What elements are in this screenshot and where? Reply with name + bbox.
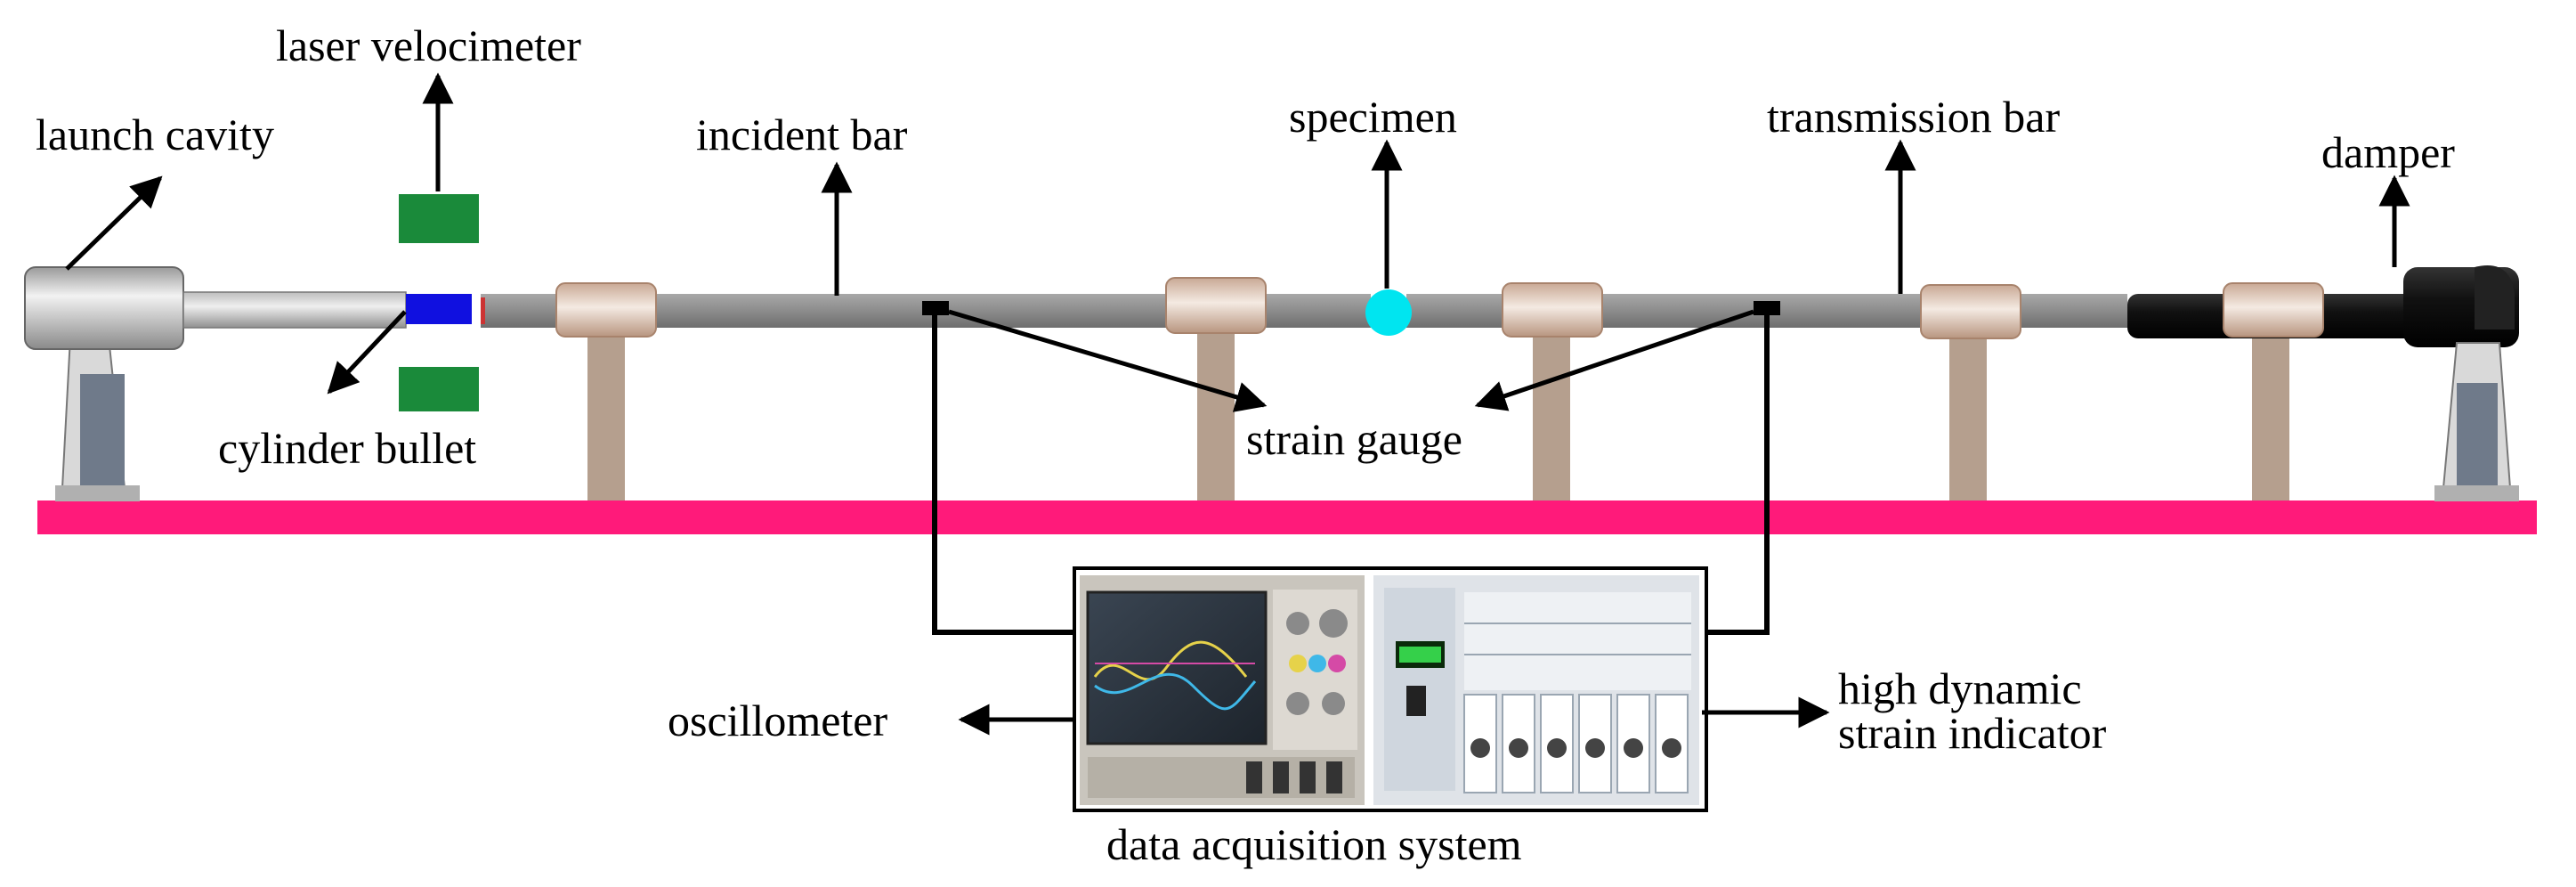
label-launch-cavity: launch cavity — [36, 110, 274, 159]
laser-sensor-top — [399, 194, 479, 243]
damper-body — [2127, 265, 2519, 501]
label-strain-indicator: strain indicator — [1838, 708, 2107, 758]
strain-gauge-incident — [922, 301, 949, 315]
strain-indicator-photo — [1373, 575, 1699, 805]
label-incident-bar: incident bar — [696, 110, 908, 159]
arrow-strain-gauge-left — [948, 309, 1268, 412]
wire-incident — [932, 315, 1077, 635]
wire-transmission — [1691, 315, 1770, 635]
label-cylinder-bullet: cylinder bullet — [218, 423, 476, 473]
arrow-strain-gauge-right — [1474, 309, 1754, 411]
cylinder-bullet — [406, 294, 472, 324]
label-data-acquisition-system: data acquisition system — [1106, 819, 1522, 869]
label-high-dynamic: high dynamic — [1838, 663, 2082, 713]
support-posts — [587, 330, 2289, 500]
specimen — [1365, 289, 1412, 336]
annotation-arrows — [65, 72, 2410, 736]
arrow-cylinder-bullet — [327, 310, 407, 395]
laser-sensor-bottom — [399, 367, 479, 411]
strain-gauge-transmission — [1754, 301, 1780, 315]
label-oscillometer: oscillometer — [668, 696, 887, 745]
label-transmission-bar: transmission bar — [1767, 92, 2060, 142]
label-laser-velocimeter: laser velocimeter — [276, 20, 581, 70]
arrow-launch-cavity — [65, 175, 163, 271]
label-strain-gauge: strain gauge — [1246, 414, 1462, 464]
label-damper: damper — [2321, 127, 2455, 177]
oscilloscope-photo — [1080, 575, 1365, 805]
bar-red-tip — [481, 297, 485, 324]
bar-clamps — [555, 277, 2324, 339]
label-specimen: specimen — [1289, 92, 1457, 142]
base-rail — [37, 500, 2537, 534]
launcher-icon — [24, 266, 407, 501]
